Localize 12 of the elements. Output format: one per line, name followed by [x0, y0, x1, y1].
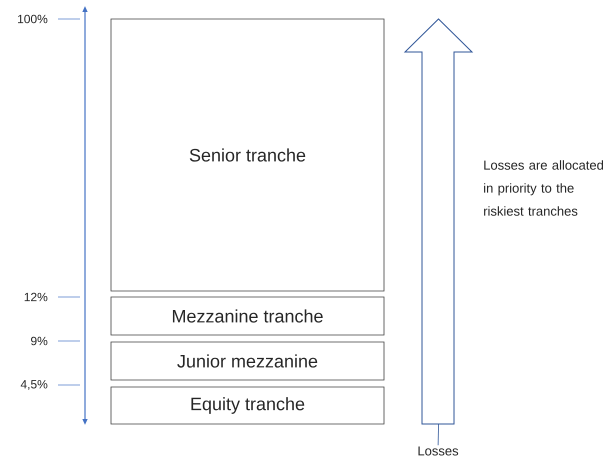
note-text: Losses are allocated in priority to the riskiest tranches	[484, 160, 604, 216]
leader-line	[438, 424, 439, 446]
tick-label: 12%	[24, 292, 48, 302]
axis-label: Losses	[418, 446, 458, 456]
tick-label: 9%	[31, 336, 48, 346]
block-arrow	[404, 18, 474, 424]
tranche-box: Senior tranche	[110, 18, 384, 292]
tick-label: 4,5%	[20, 380, 48, 390]
tranche-box: Equity tranche	[110, 386, 384, 424]
tranche-box: Mezzanine tranche	[110, 296, 384, 336]
tranche-box: Junior mezzanine	[110, 342, 384, 380]
tick-label: 100%	[18, 14, 48, 24]
